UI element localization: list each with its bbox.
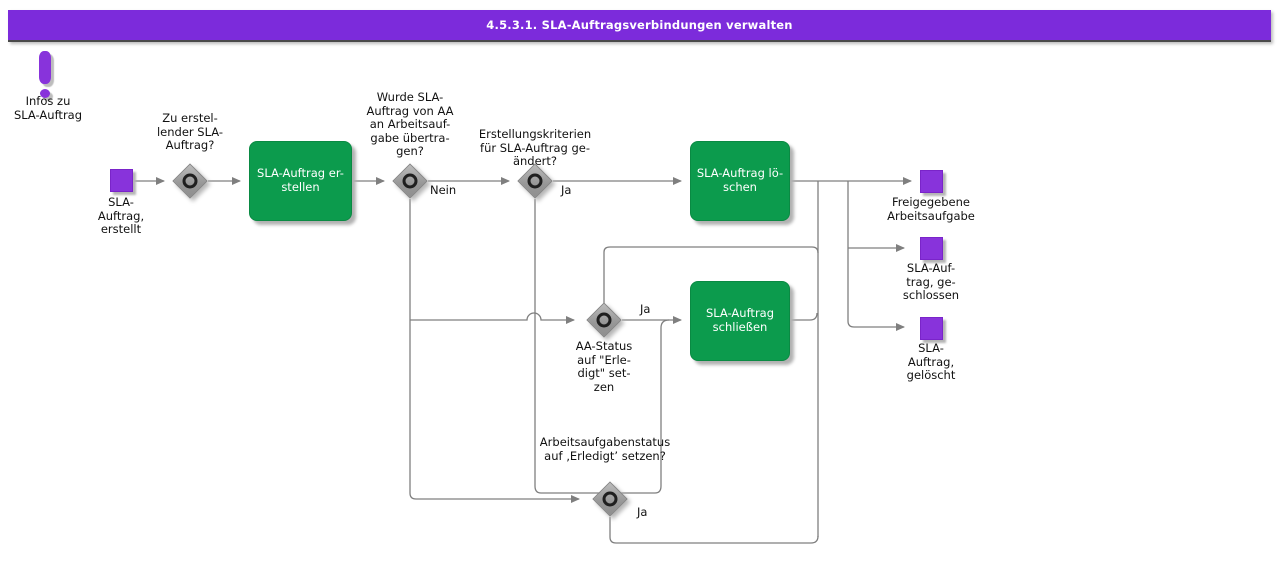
gateway-zu-erstellender-sla-auftrag[interactable] [172,163,208,199]
gateway1-label: Zu erstel- lender SLA- Auftrag? [156,111,224,153]
event-end-freigegebene-arbeitsaufgabe[interactable] [920,170,943,193]
gateway-circle-icon [602,491,618,507]
branch-label-nein: Nein [430,183,457,197]
branch-label-ja-g5: Ja [637,505,648,519]
event-end-sla-auftrag-geloescht[interactable] [920,317,943,340]
task-sla-auftrag-erstellen[interactable]: SLA-Auftrag er- stellen [249,141,352,221]
gateway3-label: Erstellungskriterien für SLA-Auftrag ge-… [478,127,592,169]
gateway-arbeitsaufgabenstatus-erledigt[interactable] [592,481,628,517]
diagram-title-bar: 4.5.3.1. SLA-Auftragsverbindungen verwal… [8,10,1271,42]
branch-label-ja-g4: Ja [640,302,651,316]
event-end2-label: SLA-Auf- trag, ge- schlossen [902,261,960,303]
exclamation-icon-dot [40,89,50,98]
task-sla-auftrag-loeschen[interactable]: SLA-Auftrag lö- schen [690,141,790,221]
gateway-circle-icon [402,173,418,189]
gateway-aa-status-erledigt-setzen[interactable] [586,302,622,338]
event-start-label: SLA- Auftrag, erstellt [97,195,145,237]
gateway2-label: Wurde SLA- Auftrag von AA an Arbeitsauf-… [366,90,454,159]
exclamation-icon[interactable] [39,51,51,84]
gateway-circle-icon [182,173,198,189]
event-end3-label: SLA- Auftrag, gelöscht [906,341,956,383]
gateway-circle-icon [527,173,543,189]
task-sla-auftrag-schliessen[interactable]: SLA-Auftrag schließen [690,281,790,361]
gateway-erstellungskriterien-geaendert[interactable] [517,163,553,199]
info-note-label: Infos zu SLA-Auftrag [13,94,83,122]
event-end-sla-auftrag-geschlossen[interactable] [920,237,943,260]
gateway5-label: Arbeitsaufgabenstatus auf ‚Erledigt’ set… [539,435,671,463]
gateway4-label: AA-Status auf "Erle- digt" set- zen [575,339,633,394]
branch-label-ja-g3: Ja [561,183,572,197]
event-end1-label: Freigegebene Arbeitsaufgabe [887,195,975,223]
event-start-sla-auftrag-erstellt[interactable] [110,169,133,192]
gateway-circle-icon [596,312,612,328]
gateway-wurde-sla-auftrag-uebertragen[interactable] [392,163,428,199]
page-title: 4.5.3.1. SLA-Auftragsverbindungen verwal… [486,18,793,32]
